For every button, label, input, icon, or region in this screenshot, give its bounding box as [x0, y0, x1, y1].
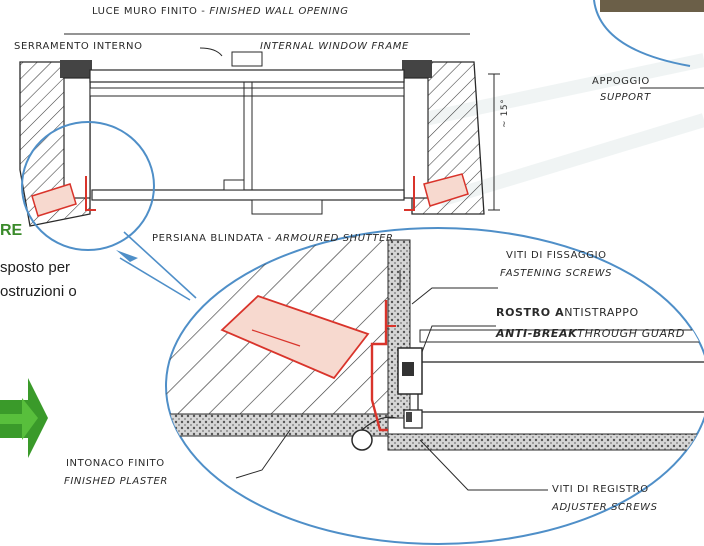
enlarged-detail: [165, 227, 704, 545]
detail-callout: [21, 121, 197, 301]
window-plan-section: [19, 47, 500, 227]
support-detail-circle: [593, 0, 704, 89]
window-frame-label-en: INTERNAL WINDOW FRAME: [260, 41, 409, 52]
fastening-label-it: VITI DI FISSAGGIO: [506, 250, 607, 261]
side-panel-line2: ostruzioni o: [0, 283, 77, 300]
green-arrow: [0, 378, 48, 458]
wall-opening-label: LUCE MURO FINITO - FINISHED WALL OPENING: [92, 6, 349, 17]
plaster-label-it: INTONACO FINITO: [66, 458, 165, 469]
guard-label-it: ROSTRO ANTISTRAPPO: [496, 306, 639, 319]
support-label-en: SUPPORT: [600, 92, 651, 103]
support-label-it: APPOGGIO: [592, 76, 650, 87]
angle-dimension: ~ 15°: [500, 98, 510, 128]
leader-lines: [235, 287, 548, 491]
side-panel-line1: sposto per: [0, 259, 71, 276]
side-panel-title: RE: [0, 222, 23, 239]
adjuster-label-it: VITI DI REGISTRO: [552, 484, 649, 495]
guard-label-en: ANTI-BREAKTHROUGH GUARD: [496, 327, 685, 340]
shutter-label: PERSIANA BLINDATA - ARMOURED SHUTTER: [152, 233, 394, 244]
fastening-label-en: FASTENING SCREWS: [500, 268, 613, 279]
plaster-label-en: FINISHED PLASTER: [64, 476, 168, 487]
window-frame-label-it: SERRAMENTO INTERNO: [14, 41, 143, 52]
adjuster-label-en: ADJUSTER SCREWS: [552, 502, 658, 513]
